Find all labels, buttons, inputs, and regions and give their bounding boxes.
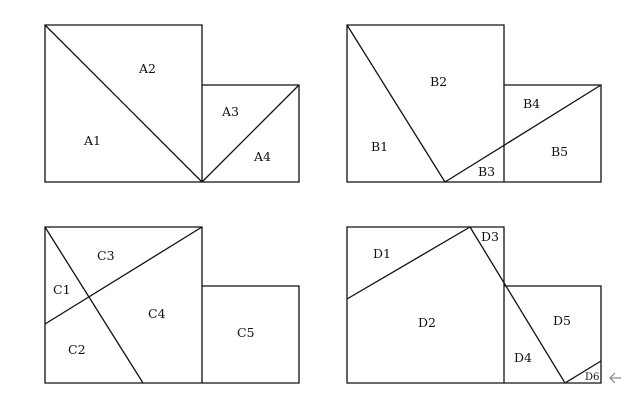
panel-a: A1 A2 A3 A4 bbox=[44, 24, 300, 183]
label-a1: A1 bbox=[83, 133, 101, 148]
panel-d-cut-line bbox=[564, 360, 602, 384]
panel-c-cut-line bbox=[44, 226, 144, 384]
panel-b: B1 B2 B3 B4 B5 bbox=[346, 24, 602, 183]
label-d1: D1 bbox=[373, 246, 391, 261]
label-d2: D2 bbox=[418, 315, 436, 330]
panel-d-cut-line bbox=[469, 226, 566, 384]
label-b2: B2 bbox=[430, 74, 447, 89]
panel-c-outline bbox=[44, 226, 300, 384]
panel-a-cut-line bbox=[44, 24, 203, 183]
label-c1: C1 bbox=[53, 282, 71, 297]
panel-b-cut-line bbox=[444, 84, 602, 183]
label-d6: D6 bbox=[585, 372, 599, 383]
arrow-left-icon[interactable] bbox=[609, 372, 621, 384]
label-b4: B4 bbox=[523, 96, 540, 111]
label-a4: A4 bbox=[253, 149, 271, 164]
label-c3: C3 bbox=[97, 248, 115, 263]
panel-a-cut-line bbox=[201, 84, 300, 183]
label-a3: A3 bbox=[221, 104, 239, 119]
label-d4: D4 bbox=[514, 350, 532, 365]
panel-d-cut-line bbox=[346, 226, 471, 300]
panel-b-cut-line bbox=[346, 24, 446, 183]
panel-d-outline bbox=[346, 226, 602, 384]
label-c5: C5 bbox=[237, 325, 255, 340]
label-c2: C2 bbox=[68, 342, 86, 357]
label-b5: B5 bbox=[551, 144, 568, 159]
label-b3: B3 bbox=[478, 164, 495, 179]
label-c4: C4 bbox=[148, 306, 166, 321]
label-b1: B1 bbox=[371, 139, 388, 154]
label-a2: A2 bbox=[138, 61, 156, 76]
label-d5: D5 bbox=[553, 313, 571, 328]
panel-c-cut-line bbox=[44, 226, 203, 325]
panel-d: D1 D2 D3 D4 D5 D6 bbox=[346, 226, 602, 384]
label-d3: D3 bbox=[481, 229, 499, 244]
panel-c: C1 C2 C3 C4 C5 bbox=[44, 226, 300, 384]
